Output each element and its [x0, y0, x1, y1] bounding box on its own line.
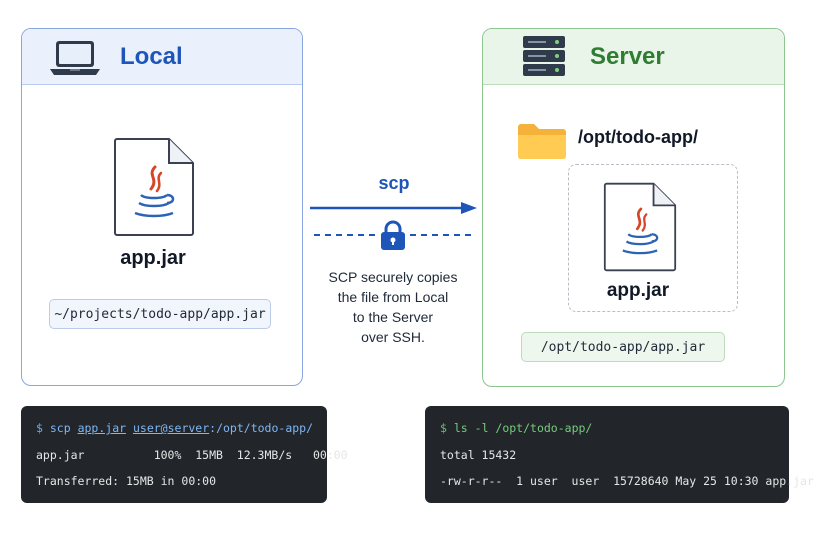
local-terminal-command: $ scp app.jar user@server:/opt/todo-app/	[36, 421, 313, 435]
local-file-name: app.jar	[120, 247, 186, 269]
server-terminal-command: $ ls -l /opt/todo-app/	[440, 421, 592, 435]
folder-icon	[516, 121, 568, 166]
java-file-icon	[603, 181, 677, 278]
command-user-host: user@server	[132, 421, 210, 435]
scp-caption-line: to the Server	[352, 309, 434, 325]
scp-label: scp	[378, 173, 410, 193]
local-panel-header: Local	[22, 29, 302, 85]
local-terminal-summary: Transferred: 15MB in 00:00	[36, 474, 217, 488]
server-panel-header: Server	[483, 29, 784, 85]
transfer-arrow	[309, 199, 479, 222]
server-terminal-listing: -rw-r-r-- 1 user user 15728640 May 25 10…	[440, 474, 814, 488]
server-terminal: $ ls -l /opt/todo-app/ total 15432 -rw-r…	[425, 406, 814, 503]
server-terminal-total: total 15432	[440, 448, 517, 462]
server-title: Server	[590, 43, 665, 70]
local-terminal: $ scp app.jar user@server:/opt/todo-app/…	[21, 406, 348, 503]
server-path: /opt/todo-app/app.jar	[521, 332, 725, 362]
java-file-icon	[113, 137, 195, 242]
server-icon	[521, 35, 567, 84]
scp-caption-line: over SSH.	[361, 329, 425, 345]
command-file: app.jar	[77, 421, 127, 435]
local-path: ~/projects/todo-app/app.jar	[49, 299, 271, 329]
command-destination: :/opt/todo-app/	[209, 421, 314, 435]
server-folder-path: /opt/todo-app/	[578, 127, 698, 147]
terminal-prompt: $	[440, 421, 447, 435]
local-title: Local	[120, 43, 183, 70]
terminal-prompt: $	[36, 421, 43, 435]
server-file-name: app.jar	[606, 280, 670, 301]
lock-icon	[379, 219, 407, 256]
scp-caption-line: the file from Local	[337, 289, 449, 305]
server-file-dropzone	[568, 164, 738, 312]
local-terminal-progress: app.jar 100% 15MB 12.3MB/s 00:00	[36, 448, 348, 462]
scp-caption-line: SCP securely copies	[328, 269, 458, 285]
command-text: scp	[49, 421, 78, 435]
command-space	[126, 421, 133, 435]
command-text: ls -l /opt/todo-app/	[453, 421, 593, 435]
scp-caption: SCP securely copies the file from Local …	[312, 267, 474, 347]
laptop-icon	[49, 39, 101, 82]
